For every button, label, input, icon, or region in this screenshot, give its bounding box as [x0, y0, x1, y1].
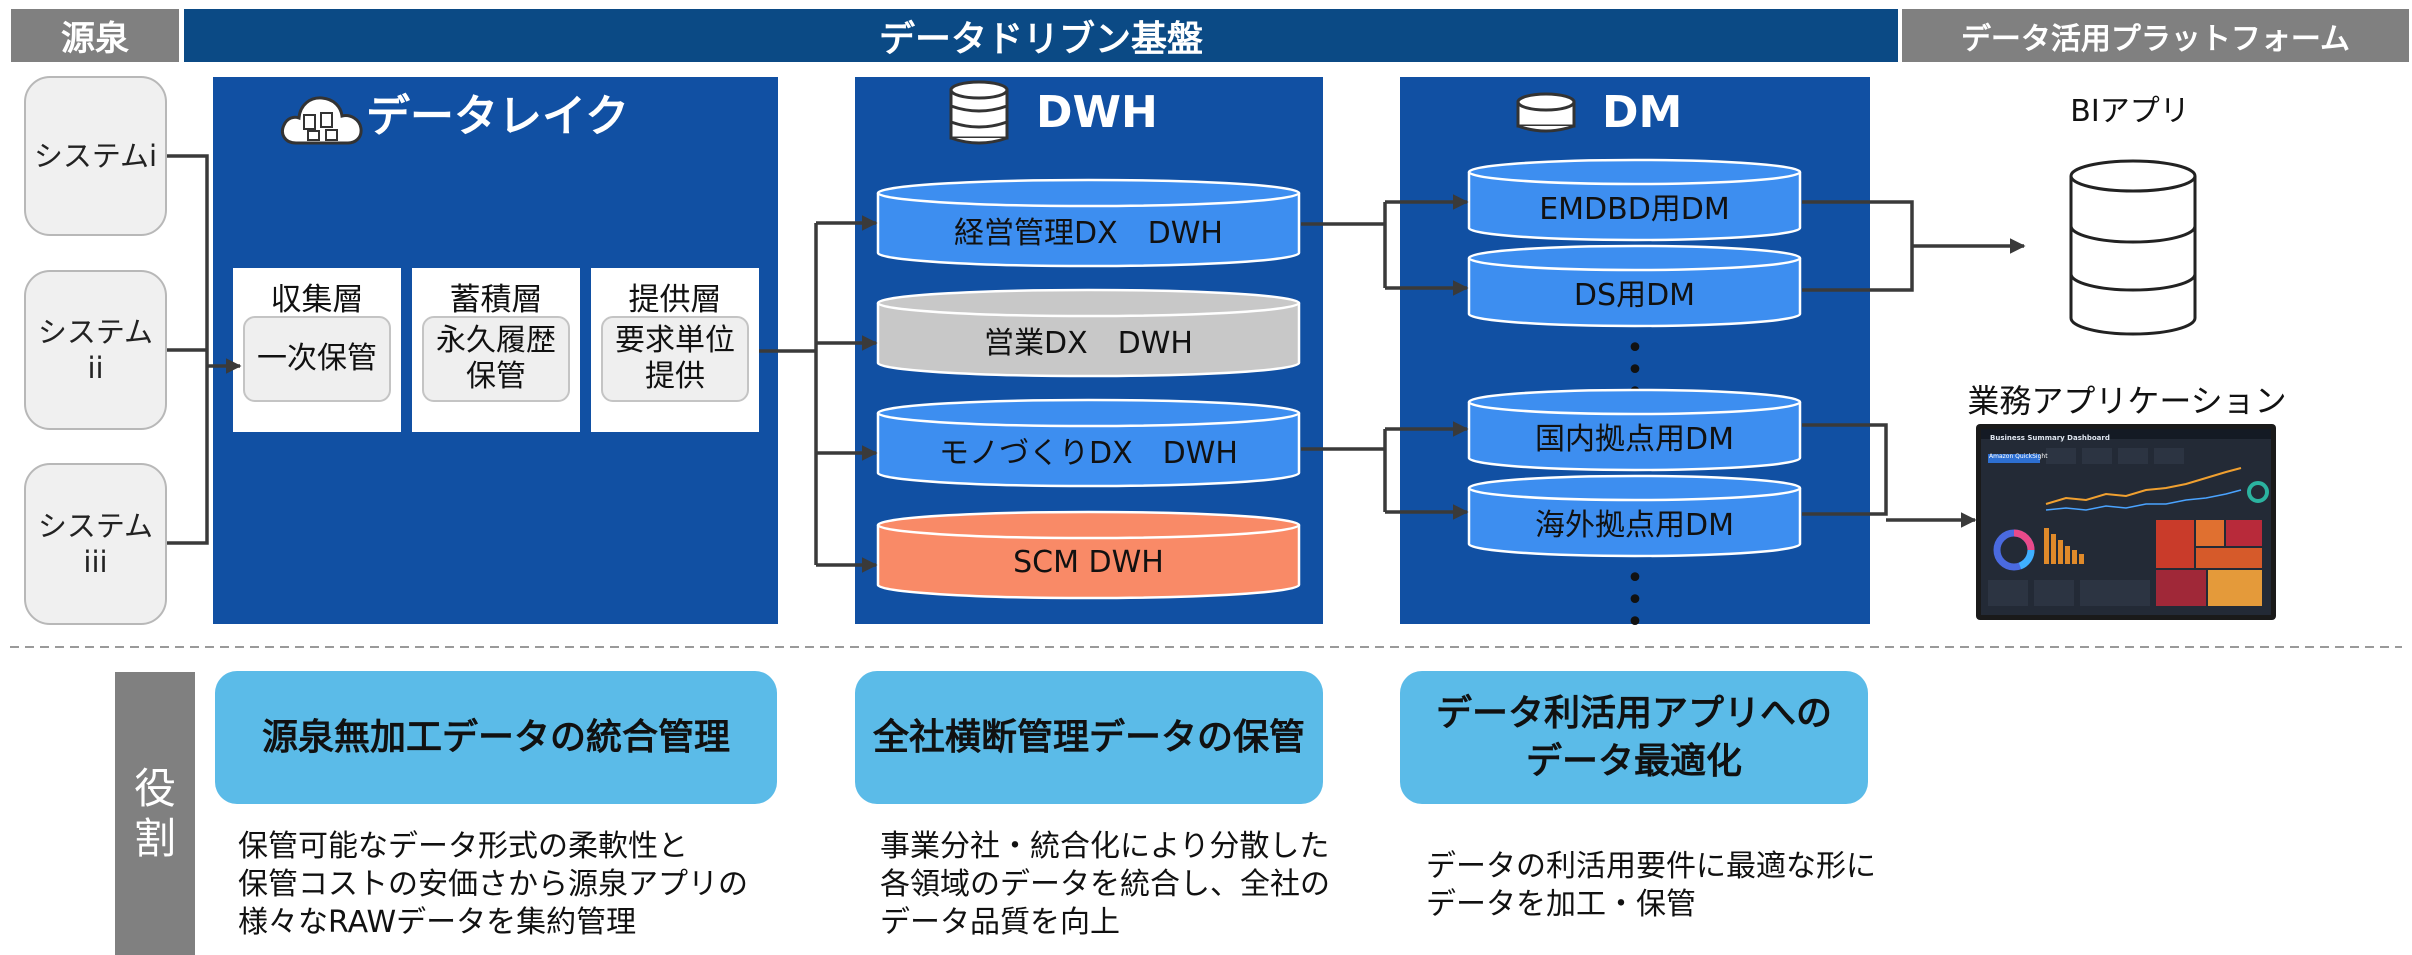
dashboard-screenshot: Business Summary Dashboard Amazon QuickS… — [1976, 424, 2276, 620]
role-desc-line: データ品質を向上 — [880, 905, 1120, 940]
dm-label: 海外拠点用DM — [1535, 508, 1734, 543]
dwh-label: SCM DWH — [1013, 544, 1164, 580]
dashboard-title: Business Summary Dashboard — [1990, 434, 2110, 442]
source-system-i: システムi — [24, 76, 167, 236]
layer-content: 永久履歴 保管 — [422, 316, 570, 402]
layer-store: 蓄積層 永久履歴 保管 — [412, 268, 580, 432]
source-header: 源泉 — [11, 9, 179, 62]
role-card-datalake: 源泉無加工データの統合管理 — [215, 671, 777, 804]
layer-content-line2: 提供 — [645, 359, 705, 394]
role-desc-datalake: 保管可能なデータ形式の柔軟性と 保管コストの安価さから源泉アプリの 様々なRAW… — [238, 828, 818, 942]
layer-title: 収集層 — [270, 282, 364, 318]
database-outline-icon — [2068, 158, 2198, 340]
cloud-icon — [278, 85, 368, 151]
layer-content-line1: 要求単位 — [615, 323, 735, 358]
role-card-dm: データ利活用アプリへの データ最適化 — [1400, 671, 1868, 804]
dm-label: 国内拠点用DM — [1535, 422, 1734, 457]
layer-collect: 収集層 一次保管 — [233, 268, 401, 432]
layer-title: 蓄積層 — [449, 282, 543, 318]
database-icon — [948, 80, 1010, 146]
dwh-cylinder-management: 経営管理DX DWH — [876, 178, 1301, 268]
source-system-ii: システム ii — [24, 270, 167, 430]
role-label-line1: 役 — [133, 763, 176, 813]
role-desc-line: 各領域のデータを統合し、全社の — [880, 867, 1330, 902]
layer-content-line1: 一次保管 — [257, 341, 377, 376]
role-title-line1: データ利活用アプリへの — [1435, 692, 1832, 734]
role-desc-line: 様々なRAWデータを集約管理 — [238, 905, 637, 940]
bi-app-label: BIアプリ — [2070, 94, 2190, 129]
dm-cylinder-ds: DS用DM — [1467, 244, 1802, 328]
role-desc-line: 保管コストの安価さから源泉アプリの — [238, 867, 748, 902]
ellipsis-dots: ••• — [1626, 561, 1644, 640]
role-label: 役 割 — [115, 672, 195, 955]
platform-header: データドリブン基盤 — [184, 9, 1898, 62]
dwh-cylinder-sales: 営業DX DWH — [876, 288, 1301, 378]
dm-cylinder-domestic: 国内拠点用DM — [1467, 388, 1802, 472]
role-desc-line: 保管可能なデータ形式の柔軟性と — [238, 829, 688, 864]
datalake-title: データレイク — [366, 91, 630, 142]
role-desc-line: データの利活用要件に最適な形に — [1426, 849, 1876, 884]
source-system-label: システムi — [33, 139, 158, 173]
role-title-line2: データ最適化 — [1525, 740, 1742, 782]
role-desc-line: 事業分社・統合化により分散した — [880, 829, 1330, 864]
layer-content-line2: 保管 — [466, 359, 526, 394]
business-app-label: 業務アプリケーション — [1967, 382, 2287, 420]
role-desc-dm: データの利活用要件に最適な形に データを加工・保管 — [1426, 848, 1926, 924]
source-system-label: システム — [37, 509, 154, 543]
dm-cylinder-overseas: 海外拠点用DM — [1467, 474, 1802, 558]
role-desc-dwh: 事業分社・統合化により分散した 各領域のデータを統合し、全社の データ品質を向上 — [880, 828, 1380, 942]
source-system-label-2: ii — [87, 351, 104, 385]
dwh-label: 営業DX DWH — [984, 326, 1193, 361]
role-title-line1: 全社横断管理データの保管 — [872, 716, 1305, 758]
source-system-label: システム — [37, 315, 154, 349]
role-desc-line: データを加工・保管 — [1426, 887, 1696, 922]
layer-content-line1: 永久履歴 — [436, 323, 556, 358]
layer-content: 要求単位 提供 — [601, 316, 749, 402]
source-system-label-2: iii — [83, 545, 108, 579]
dm-label: DS用DM — [1573, 278, 1696, 313]
layer-content: 一次保管 — [243, 316, 391, 402]
role-card-dwh: 全社横断管理データの保管 — [855, 671, 1323, 804]
dwh-label: モノづくりDX DWH — [939, 436, 1238, 471]
dm-title: DM — [1602, 86, 1683, 138]
dm-label: EMDBD用DM — [1539, 192, 1730, 227]
disk-icon — [1515, 92, 1577, 136]
dm-cylinder-emdbd: EMDBD用DM — [1467, 158, 1802, 242]
source-system-iii: システム iii — [24, 463, 167, 625]
dashboard-brand: Amazon QuickSight — [1989, 453, 2048, 460]
layer-title: 提供層 — [628, 282, 722, 318]
layer-provide: 提供層 要求単位 提供 — [591, 268, 759, 432]
dwh-title: DWH — [1036, 86, 1158, 138]
dwh-label: 経営管理DX DWH — [954, 216, 1223, 251]
dwh-cylinder-scm: SCM DWH — [876, 510, 1301, 600]
role-label-line2: 割 — [133, 813, 176, 863]
dwh-cylinder-manufacturing: モノづくりDX DWH — [876, 398, 1301, 488]
app-platform-header: データ活用プラットフォーム — [1902, 9, 2409, 62]
role-title-line1: 源泉無加工データの統合管理 — [261, 716, 730, 758]
